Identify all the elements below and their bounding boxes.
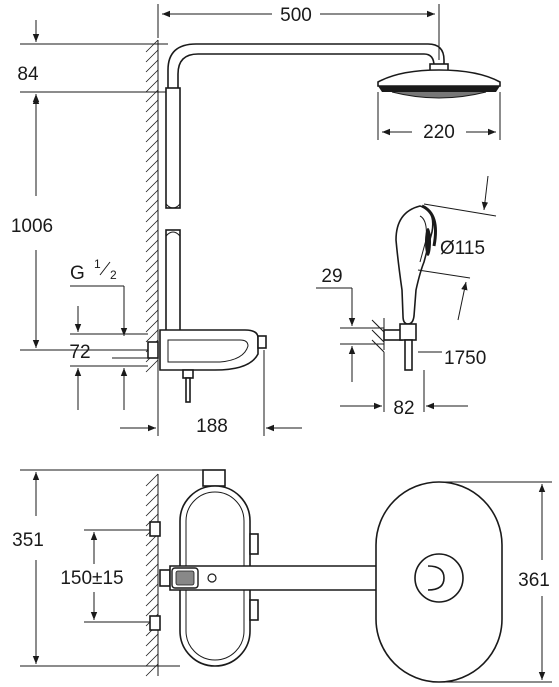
label-holder-projection: 82 — [393, 398, 414, 419]
dim-arm-length: 500 — [157, 2, 440, 60]
wall-side-view — [145, 39, 159, 380]
wall-hatch-line — [145, 189, 159, 203]
dim-holder-offset: 29 — [316, 266, 384, 382]
shower-arm — [167, 43, 445, 90]
label-arm-length: 500 — [280, 5, 312, 26]
wall-hatch-line — [145, 573, 159, 587]
wall-hatch-line — [145, 299, 159, 313]
wall-hatch-line — [145, 483, 159, 497]
wall-hatch-line — [145, 289, 159, 303]
wall-hatch-line — [145, 359, 159, 373]
wall-hatch-line — [145, 229, 159, 243]
dim-rose-height: 361 — [440, 481, 552, 683]
label-installed-height: 1750 — [444, 348, 486, 369]
wall-hatch-line — [145, 513, 159, 527]
wall-hatch-line — [145, 109, 159, 123]
wall-hatch-line — [145, 39, 159, 53]
dim-holder-projection: 82 — [340, 352, 468, 419]
riser-pipe — [165, 87, 181, 336]
label-wall-height: 1006 — [11, 216, 53, 237]
wall-hatch-line — [145, 309, 159, 323]
label-thread-num: 1 — [94, 257, 101, 271]
wall-hatch-line — [145, 69, 159, 83]
wall-hatch-line — [145, 239, 159, 253]
wall-hatch-line — [145, 199, 159, 213]
overhead-shower-front — [375, 481, 503, 683]
wall-hatch-line — [145, 279, 159, 293]
wall-hatch-line — [145, 493, 159, 507]
wall-hatch-line — [145, 553, 159, 567]
label-thread-den: 2 — [110, 268, 117, 282]
wall-hatch-line — [145, 543, 159, 557]
wall-hatch-line — [145, 49, 159, 63]
wall-hatch-line — [145, 209, 159, 223]
dim-top-offset: 84 — [17, 20, 168, 114]
dim-thermostat-projection: 188 — [120, 350, 302, 437]
wall-hatch-line — [145, 329, 159, 343]
wall-hatch-line — [145, 633, 159, 647]
wall-hatch-line — [145, 59, 159, 73]
wall-hatch-line — [145, 503, 159, 517]
label-top-offset: 84 — [17, 64, 39, 85]
wall-front-view — [145, 473, 159, 677]
label-wall-offset: 72 — [69, 342, 90, 363]
wall-hatch-line — [145, 653, 159, 667]
label-holder-offset: 29 — [321, 266, 342, 287]
wall-hatch-line — [145, 593, 159, 607]
hand-shower — [395, 204, 437, 325]
wall-hatch-line — [145, 269, 159, 283]
label-thread: G — [70, 263, 85, 284]
wall-hatch-line — [145, 179, 159, 193]
wall-hatch-line — [145, 259, 159, 273]
wall-hatch-line — [145, 119, 159, 133]
label-thermostat-projection: 188 — [196, 416, 228, 437]
dim-wall-offset: 72 — [69, 342, 148, 410]
wall-hatch-line — [145, 129, 159, 143]
dim-installed-height: 1750 — [418, 348, 486, 369]
dim-handshower-diameter: Ø115 — [417, 175, 497, 321]
label-head-diameter: 220 — [423, 122, 455, 143]
shower-holder — [371, 318, 417, 371]
wall-hatch-line — [145, 219, 159, 233]
label-center-distance: 150±15 — [60, 568, 123, 589]
dim-wall-height: 1006 — [11, 96, 148, 351]
label-total-height-front: 351 — [12, 530, 44, 551]
label-handshower-diameter: Ø115 — [440, 238, 485, 259]
wall-hatch-line — [145, 159, 159, 173]
dim-center-distance: 150±15 — [60, 529, 150, 623]
overhead-shower-head — [377, 63, 501, 99]
dim-total-height-front: 351 — [12, 469, 206, 667]
wall-hatch-line — [145, 563, 159, 577]
wall-hatch-line — [145, 319, 159, 333]
wall-hatch-line — [145, 603, 159, 617]
wall-hatch-line — [145, 643, 159, 657]
wall-hatch-line — [145, 99, 159, 113]
thermostat-side — [147, 329, 267, 403]
wall-hatch-line — [145, 249, 159, 263]
label-thread-group: G 1 2 — [70, 257, 148, 336]
label-rose-height: 361 — [518, 570, 550, 591]
wall-hatch-line — [145, 169, 159, 183]
wall-hatch-line — [145, 473, 159, 487]
wall-hatch-line — [145, 583, 159, 597]
wall-hatch-line — [145, 149, 159, 163]
wall-hatch-line — [145, 79, 159, 93]
wall-hatch-line — [145, 139, 159, 153]
dim-head-diameter: 220 — [377, 92, 501, 143]
